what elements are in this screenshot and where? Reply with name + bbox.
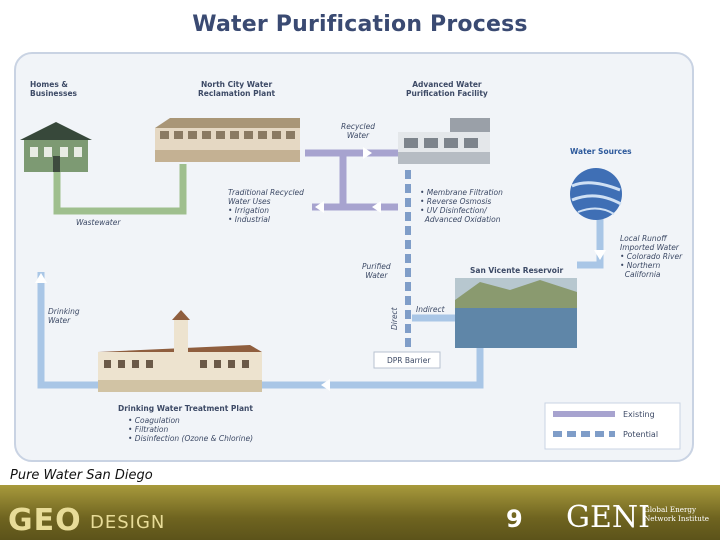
treatment-plant-label: Drinking Water Treatment Plant xyxy=(118,404,253,413)
reservoir-image xyxy=(455,278,577,348)
homes-label: Homes &Businesses xyxy=(30,80,77,98)
legend-potential-label: Potential xyxy=(623,430,659,439)
indirect-label: Indirect xyxy=(416,305,445,314)
house-icon xyxy=(20,122,92,172)
reclamation-plant-icon xyxy=(155,118,300,162)
recycled-arrow xyxy=(363,147,372,159)
legend-box xyxy=(544,402,681,450)
sources-to-reservoir-line xyxy=(577,218,604,269)
design-logo-text: DESIGN xyxy=(90,512,166,533)
diagram-panel xyxy=(14,52,694,462)
dpr-barrier-box xyxy=(373,351,441,369)
page-title: Water Purification Process xyxy=(192,12,528,37)
drinking-water-arrow xyxy=(35,273,47,283)
sources-arrow xyxy=(594,250,606,260)
reservoir-plant-arrow xyxy=(321,379,330,391)
water-sources-globe-icon xyxy=(570,168,622,220)
purification-facility-icon xyxy=(398,118,490,164)
treatment-plant-icon xyxy=(98,310,262,392)
dpr-barrier-label: DPR Barrier xyxy=(387,356,431,365)
reservoir-to-plant-line xyxy=(262,348,484,389)
geo-logo: GEO xyxy=(8,503,82,538)
reservoir-label: San Vicente Reservoir xyxy=(470,266,564,275)
water-sources-label: Water Sources xyxy=(570,147,632,156)
geni-logo: GENI xyxy=(566,500,650,535)
wastewater-flow-line xyxy=(53,164,187,215)
caption: Pure Water San Diego xyxy=(10,468,153,483)
page-number: 9 xyxy=(506,505,523,533)
treatment-steps-label: • Coagulation• Filtration• Disinfection … xyxy=(128,416,254,443)
legend-existing-label: Existing xyxy=(623,410,655,419)
footer-bar xyxy=(0,485,720,540)
wastewater-label: Wastewater xyxy=(76,218,121,227)
process-diagram xyxy=(20,118,681,450)
direct-label: Direct xyxy=(390,307,399,330)
drinking-water-flow-line xyxy=(37,272,98,389)
facility-return-arrow xyxy=(372,201,381,213)
traditional-uses-flow-line xyxy=(312,153,347,211)
traditional-uses-arrow xyxy=(315,201,324,213)
membrane-steps-label: • Membrane Filtration• Reverse Osmosis• … xyxy=(420,188,503,224)
